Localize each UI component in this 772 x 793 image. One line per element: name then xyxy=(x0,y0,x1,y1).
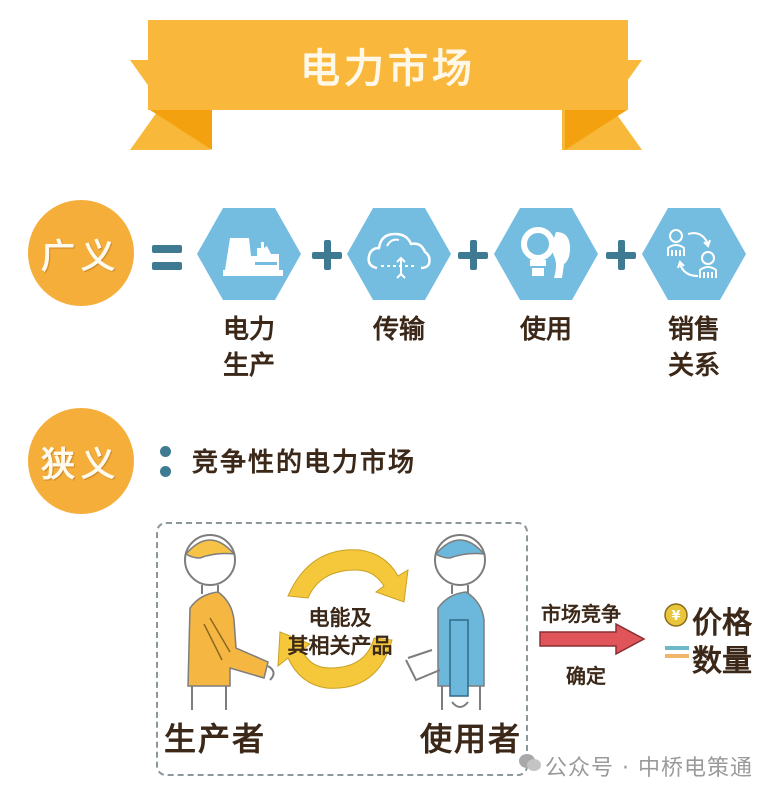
producer-label: 生产者 xyxy=(164,720,267,758)
production-line1: 电力 xyxy=(222,315,275,345)
consumer-figure xyxy=(405,534,486,710)
quantity-label: 数量 xyxy=(692,644,752,679)
plus-sign-1 xyxy=(312,240,342,270)
svg-text:¥: ¥ xyxy=(671,609,680,624)
component-label-usage: 使用 xyxy=(494,312,598,348)
wechat-icon xyxy=(519,754,541,771)
colon-dot-bottom xyxy=(160,466,171,477)
power-plant-icon xyxy=(197,208,301,300)
consumer-label: 使用者 xyxy=(420,720,523,758)
quantity-bars-icon xyxy=(665,646,689,658)
determine-arrow-icon xyxy=(539,622,646,656)
narrow-badge: 狭义 xyxy=(28,408,134,514)
lightbulb-icon xyxy=(494,208,598,300)
sales-line2: 关系 xyxy=(667,351,720,381)
component-label-production: 电力 生产 xyxy=(197,312,301,384)
component-label-sales: 销售 关系 xyxy=(642,312,746,384)
sales-line1: 销售 xyxy=(667,315,720,345)
yuan-coin-icon: ¥ xyxy=(664,603,688,627)
production-line2: 生产 xyxy=(222,351,275,381)
exchange-diagram-frame xyxy=(156,522,528,776)
people-exchange-icon xyxy=(642,208,746,300)
product-label-line2: 其相关产品 xyxy=(287,634,393,658)
narrow-definition: 竞争性的电力市场 xyxy=(192,448,417,478)
watermark: 公众号 · 中桥电策通 xyxy=(545,756,753,781)
usage-line1: 使用 xyxy=(519,315,572,345)
exchange-illustration xyxy=(184,534,486,710)
equals-sign-top xyxy=(152,245,182,253)
product-label: 电能及 其相关产品 xyxy=(270,604,410,660)
colon-dot-top xyxy=(160,446,171,457)
equals-sign-bottom xyxy=(152,262,182,270)
price-label: 价格 xyxy=(692,606,752,641)
product-label-line1: 电能及 xyxy=(308,606,372,630)
producer-figure xyxy=(184,534,275,710)
page-title: 电力市场 xyxy=(300,46,476,92)
transmission-line1: 传输 xyxy=(372,315,425,345)
cloud-transmission-icon xyxy=(347,208,451,300)
component-label-transmission: 传输 xyxy=(347,312,451,348)
market-competition-label: 市场竞争 xyxy=(541,602,621,626)
determine-label: 确定 xyxy=(566,664,606,688)
title-banner xyxy=(148,20,628,110)
broad-badge: 广义 xyxy=(28,200,134,306)
plus-sign-2 xyxy=(458,240,488,270)
plus-sign-3 xyxy=(606,240,636,270)
exchange-cycle-arrows xyxy=(277,549,409,689)
